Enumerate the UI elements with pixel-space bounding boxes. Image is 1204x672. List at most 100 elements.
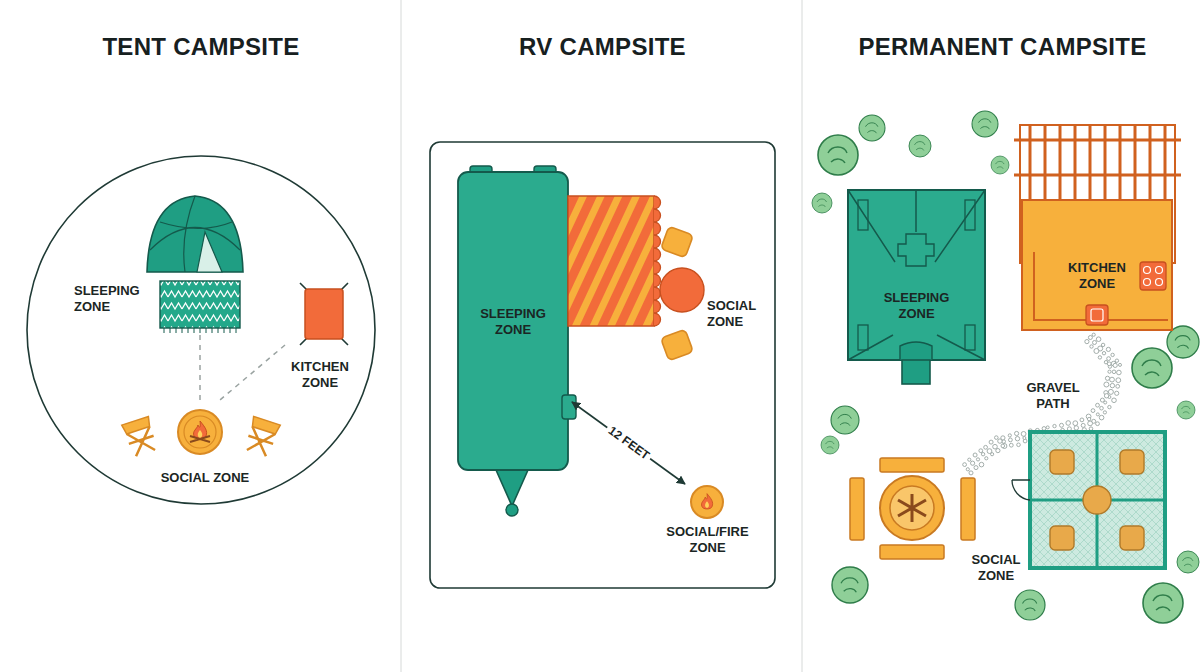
patio-set <box>661 226 694 257</box>
gravel-path <box>1110 383 1114 387</box>
campsite-boundary <box>27 156 375 504</box>
gravel-path <box>1116 378 1121 383</box>
gravel-path <box>1088 336 1092 340</box>
gravel-path <box>1117 370 1122 375</box>
tree-icon <box>1015 590 1045 620</box>
gravel-path <box>984 445 988 449</box>
tree-icon <box>821 436 839 454</box>
screen-room <box>1050 526 1074 550</box>
gravel-path <box>1108 370 1111 373</box>
pergola-kitchen <box>1029 125 1032 200</box>
gravel-path <box>1113 363 1117 367</box>
screen-room <box>1012 432 1165 568</box>
tree-icon <box>1177 401 1195 419</box>
gravel-path <box>971 461 975 465</box>
zone-label: SOCIAL ZONE <box>105 400 305 495</box>
gravel-path <box>995 436 999 440</box>
gravel-path <box>1100 406 1104 410</box>
gravel-path <box>966 468 969 471</box>
fire-ring-icon <box>691 486 723 518</box>
zone-label-text: KITCHEN ZONE <box>285 359 355 391</box>
campsite-area: TENT CAMPSITESLEEPING ZONEKITCHEN ZONESO… <box>27 20 375 507</box>
gravel-path <box>1115 391 1119 395</box>
rv-icon <box>458 166 576 516</box>
tent-icon <box>147 196 243 272</box>
cabin: SLEEPING ZONE <box>848 190 985 360</box>
gravel-path <box>1093 341 1097 345</box>
gravel-path <box>1101 343 1104 346</box>
patio-set <box>661 329 694 360</box>
gravel-path <box>963 463 967 467</box>
gravel-path <box>1098 356 1101 359</box>
zone-label: SLEEPING ZONE <box>70 195 250 335</box>
cabin-icon <box>965 325 975 350</box>
folding-chair <box>122 416 159 457</box>
gravel-path <box>1085 340 1089 344</box>
pergola-kitchen <box>1156 279 1163 286</box>
tent-icon <box>150 196 240 272</box>
tent-icon <box>147 196 243 272</box>
tree-icon <box>818 135 858 175</box>
screen-room <box>1012 480 1030 500</box>
folding-chair <box>243 416 280 457</box>
pergola-kitchen <box>1059 125 1062 200</box>
gravel-path <box>1111 353 1114 356</box>
tree-icon <box>1177 551 1199 573</box>
gravel-path <box>979 449 983 453</box>
pergola-kitchen <box>1104 125 1107 200</box>
dashed-connector <box>199 335 201 400</box>
tree-icon <box>972 111 998 137</box>
gravel-path <box>1087 417 1090 420</box>
zone-label-text: SOCIAL/FIRE ZONE <box>660 524 755 556</box>
gravel-path <box>1090 345 1093 348</box>
campsite-boundary <box>430 142 775 588</box>
pergola-kitchen <box>1022 200 1172 330</box>
gravel-path <box>996 449 1000 453</box>
fire-pit-benches <box>880 545 944 559</box>
pergola-kitchen <box>1144 267 1151 274</box>
gravel-path <box>976 458 979 461</box>
dimension-arrow <box>572 402 685 484</box>
cabin-icon <box>965 200 975 230</box>
pergola-kitchen <box>1140 262 1166 290</box>
gravel-path <box>985 457 988 460</box>
path-label: GRAVEL PATH <box>1020 380 1086 412</box>
fire-pit-benches <box>880 458 944 472</box>
tree-icon <box>1143 583 1183 623</box>
pergola-kitchen <box>1086 305 1108 325</box>
cabin-icon <box>900 342 932 360</box>
cabin-icon <box>858 325 868 350</box>
pergola-kitchen <box>1014 174 1181 177</box>
tree-icon <box>1132 348 1172 388</box>
awning <box>654 196 661 326</box>
pergola-kitchen <box>1164 125 1167 200</box>
camp-stove-icon <box>300 283 348 345</box>
cabin-icon <box>858 200 868 230</box>
fire-pit-benches <box>890 486 934 530</box>
gravel-path <box>1096 422 1100 426</box>
campsite-area: RV CAMPSITESLEEPING ZONESOCIAL ZONESOCIA… <box>430 20 775 588</box>
gravel-path <box>1081 423 1085 427</box>
cabin-icon <box>848 190 985 360</box>
fire-pit-benches <box>880 476 944 540</box>
gravel-path <box>1089 427 1093 431</box>
camp-stove-icon <box>305 289 343 339</box>
zone-label-text: SOCIAL ZONE <box>707 298 771 330</box>
pergola-kitchen <box>1014 139 1181 142</box>
gravel-path <box>1088 421 1093 426</box>
tree-icon <box>812 193 832 213</box>
gravel-path <box>1116 384 1120 388</box>
gravel-path <box>1015 437 1019 441</box>
pergola-kitchen <box>1014 125 1181 200</box>
rv-icon <box>506 504 518 516</box>
pergola-kitchen <box>1119 125 1122 200</box>
screen-room <box>1120 526 1144 550</box>
screen-room <box>1120 450 1144 474</box>
gravel-path <box>1096 413 1099 416</box>
gravel-path <box>1108 389 1113 394</box>
gravel-path <box>1106 347 1110 351</box>
screen-room <box>1030 432 1165 568</box>
gravel-path <box>1096 403 1100 407</box>
zone-label: SOCIAL ZONE <box>965 548 1027 592</box>
